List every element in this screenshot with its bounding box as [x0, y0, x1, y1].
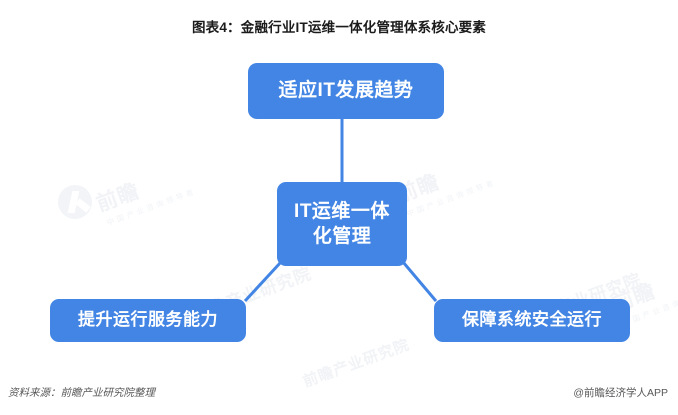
node-center-label-line2: 化管理 — [312, 226, 372, 247]
node-top-label: 适应IT发展趋势 — [278, 80, 414, 102]
node-top[interactable]: 适应IT发展趋势 — [248, 63, 444, 119]
node-bottom-right[interactable]: 保障系统安全运行 — [434, 299, 630, 342]
node-center-label-line1: IT运维一体 — [294, 200, 390, 222]
node-center-label: IT运维一体 化管理 — [294, 199, 390, 249]
source-note: 资料来源：前瞻产业研究院整理 — [8, 387, 155, 399]
node-bottom-left-label: 提升运行服务能力 — [78, 310, 218, 330]
page-title: 图表4：金融行业IT运维一体化管理体系核心要素 — [191, 20, 487, 35]
node-bottom-left[interactable]: 提升运行服务能力 — [50, 299, 246, 342]
attribution-note: @前瞻经济学人APP — [573, 387, 668, 399]
connector-center-to-bottom-left — [243, 260, 283, 303]
connector-center-to-bottom-right — [401, 261, 438, 302]
node-center[interactable]: IT运维一体 化管理 — [277, 182, 407, 266]
node-bottom-right-label: 保障系统安全运行 — [462, 310, 602, 330]
